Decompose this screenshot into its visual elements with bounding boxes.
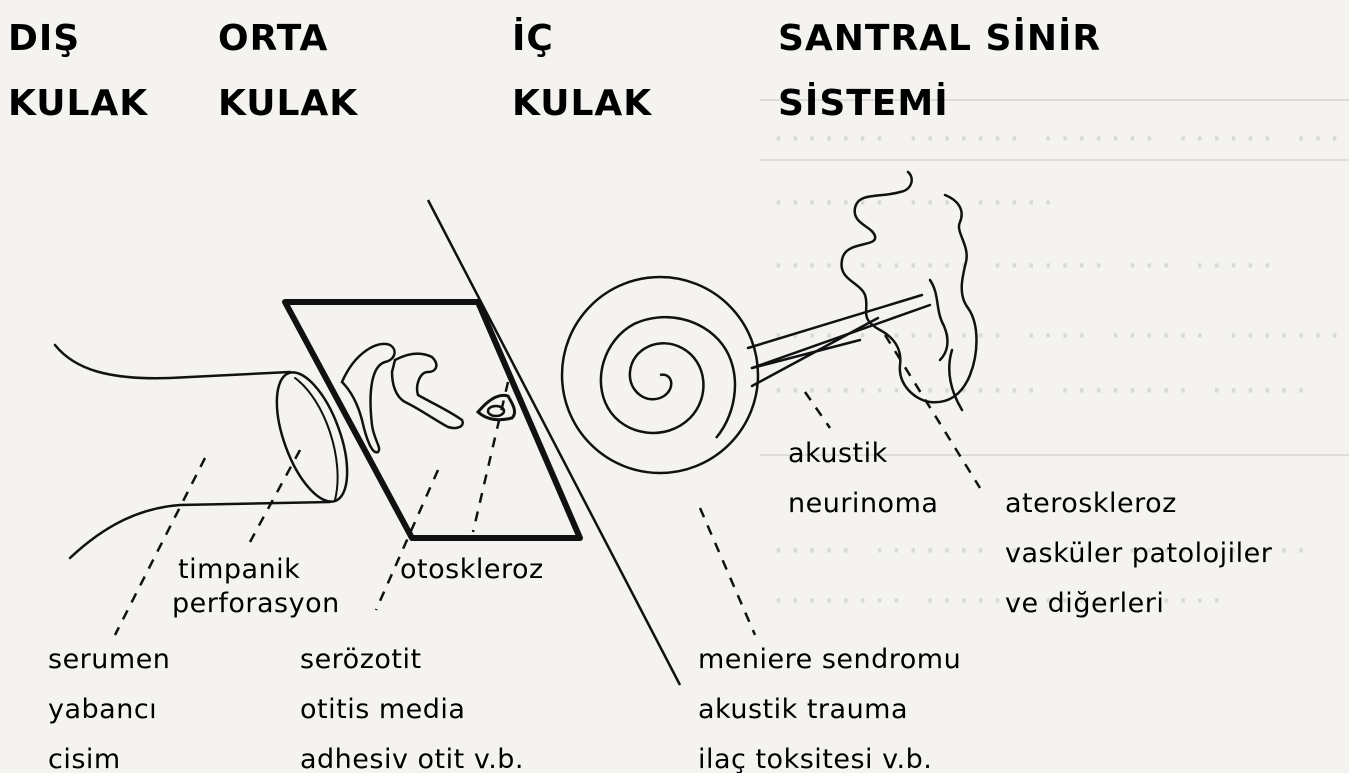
label-ateroskleroz: ateroskleroz xyxy=(1005,488,1177,519)
ear-canal-drawing xyxy=(55,345,362,558)
svg-text:······· ······· ······· ····: ······· ······· ······· ······ ······· xyxy=(770,122,1349,155)
divider-line xyxy=(428,200,680,685)
header-middle-ear-line1: ORTA xyxy=(218,18,328,59)
label-akustik: akustik xyxy=(788,438,888,469)
header-middle-ear: ORTA KULAK xyxy=(218,18,358,124)
outer-ear-disorders-list: serumen yabancı cisim xyxy=(48,644,170,773)
label-ateroskleroz-group: ateroskleroz vasküler patolojiler ve diğ… xyxy=(1005,488,1273,619)
middle-ear-disorders-list: serözotit otitis media adhesiv otit v.b. xyxy=(300,644,524,773)
header-cns-line1: SANTRAL SİNİR xyxy=(778,17,1101,59)
label-timpanik-perforasyon: timpanik perforasyon xyxy=(172,554,340,619)
label-otoskleroz: otoskleroz xyxy=(400,554,544,585)
header-central-nervous-system: SANTRAL SİNİR SİSTEMİ xyxy=(778,17,1101,124)
header-middle-ear-line2: KULAK xyxy=(218,83,358,124)
svg-text:········ ······· ········ ···: ········ ······· ········ ······ xyxy=(770,374,1309,407)
header-inner-ear: İÇ KULAK xyxy=(512,17,652,124)
list-item: adhesiv otit v.b. xyxy=(300,744,524,773)
cochlea-drawing xyxy=(562,277,758,473)
header-outer-ear-line2: KULAK xyxy=(8,83,148,124)
header-cns-line2: SİSTEMİ xyxy=(778,82,949,124)
label-vaskuler-patolojiler: vasküler patolojiler xyxy=(1005,538,1273,569)
list-item: cisim xyxy=(48,744,121,773)
list-item: serözotit xyxy=(300,644,422,675)
header-inner-ear-line2: KULAK xyxy=(512,83,652,124)
header-inner-ear-line1: İÇ xyxy=(512,17,554,59)
label-akustik-neurinoma: akustik neurinoma xyxy=(788,438,938,519)
list-item: otitis media xyxy=(300,694,465,725)
label-perforasyon: perforasyon xyxy=(172,588,340,619)
inner-ear-disorders-list: meniere sendromu akustik trauma ilaç tok… xyxy=(698,644,961,773)
header-outer-ear-line1: DIŞ xyxy=(8,18,80,59)
svg-text:······ ······· ···· ······ ··: ······ ······· ···· ······ ······· xyxy=(770,319,1343,352)
list-item: ilaç toksitesi v.b. xyxy=(698,744,932,773)
list-item: serumen xyxy=(48,644,170,675)
list-item: meniere sendromu xyxy=(698,644,961,675)
label-timpanik: timpanik xyxy=(178,554,300,585)
label-neurinoma: neurinoma xyxy=(788,488,938,519)
list-item: yabancı xyxy=(48,694,157,725)
header-outer-ear: DIŞ KULAK xyxy=(8,18,148,124)
label-ve-digerleri: ve diğerleri xyxy=(1005,588,1164,619)
list-item: akustik trauma xyxy=(698,694,908,725)
svg-text:······· ···: ······· ··· ····· xyxy=(770,186,1057,219)
